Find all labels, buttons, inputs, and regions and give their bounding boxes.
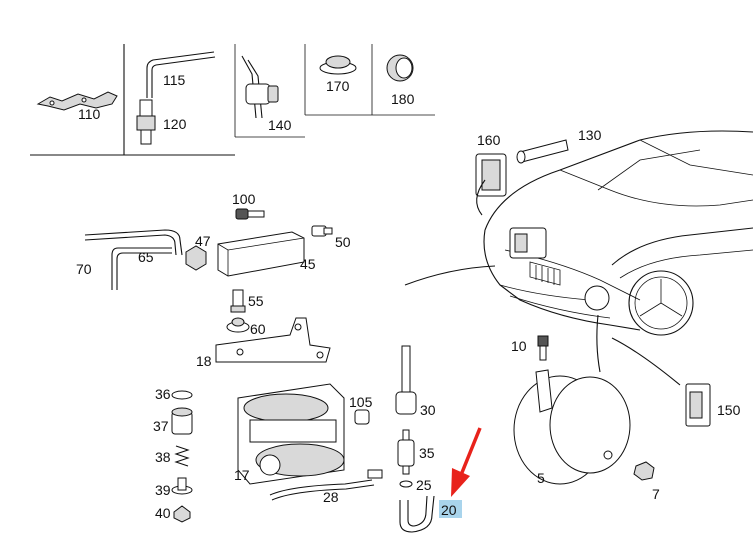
- callout-39: 39: [155, 482, 171, 498]
- installed-compressor-unit: [509, 227, 547, 259]
- callout-5: 5: [537, 470, 545, 486]
- callout-55: 55: [248, 293, 264, 309]
- part-36-washer[interactable]: [171, 390, 193, 400]
- part-28-pipe[interactable]: [269, 469, 383, 501]
- part-130-sleeve[interactable]: [516, 139, 569, 164]
- part-35-filter[interactable]: [397, 429, 415, 475]
- callout-60: 60: [250, 321, 266, 337]
- part-55-sensor[interactable]: [230, 289, 246, 313]
- callout-38: 38: [155, 449, 171, 465]
- part-140-bolt-clip[interactable]: [241, 55, 279, 119]
- part-38-spring[interactable]: [174, 445, 190, 467]
- callout-100: 100: [232, 191, 256, 207]
- callout-150: 150: [717, 402, 741, 418]
- callout-37: 37: [153, 418, 169, 434]
- part-18-bracket[interactable]: [215, 317, 331, 363]
- part-39-bushing[interactable]: [171, 477, 193, 495]
- part-115-rod[interactable]: [146, 51, 216, 98]
- part-150-module[interactable]: [685, 383, 711, 427]
- callout-18: 18: [196, 353, 212, 369]
- callout-17: 17: [234, 467, 250, 483]
- callout-20[interactable]: 20: [441, 502, 457, 518]
- part-40-nut[interactable]: [173, 505, 191, 523]
- part-70-pipe[interactable]: [111, 247, 172, 290]
- part-25-clamp[interactable]: [399, 480, 413, 488]
- parts-grid: [30, 44, 435, 156]
- callout-28: 28: [323, 489, 339, 505]
- callout-40: 40: [155, 505, 171, 521]
- callout-7: 7: [652, 486, 660, 502]
- part-17-compressor[interactable]: [237, 383, 345, 485]
- callout-180: 180: [391, 91, 415, 107]
- callout-47: 47: [195, 233, 211, 249]
- callout-110: 110: [78, 106, 101, 122]
- red-arrow-icon: [451, 427, 482, 497]
- part-160-module[interactable]: [475, 153, 507, 197]
- part-65-pipe[interactable]: [84, 229, 183, 256]
- part-50-fitting[interactable]: [311, 225, 333, 237]
- part-37-mount[interactable]: [171, 407, 193, 435]
- part-7-drain-plug[interactable]: [633, 461, 655, 481]
- callout-25: 25: [416, 477, 432, 493]
- part-5-reservoir[interactable]: [513, 369, 631, 485]
- callout-105: 105: [349, 394, 373, 410]
- part-180-plug[interactable]: [386, 54, 414, 82]
- part-120-valve[interactable]: [136, 99, 156, 145]
- callout-120: 120: [163, 116, 187, 132]
- callout-50: 50: [335, 234, 351, 250]
- callout-30: 30: [420, 402, 436, 418]
- callout-115: 115: [163, 72, 186, 88]
- callout-130: 130: [578, 127, 602, 143]
- part-20-hose[interactable]: [399, 495, 435, 533]
- highlight-box-20: [439, 500, 462, 518]
- callout-140: 140: [268, 117, 292, 133]
- callout-labels: 110 115 120 140 170 180 160 130 100 47 5…: [76, 72, 741, 521]
- callout-65: 65: [138, 249, 154, 265]
- callout-170: 170: [326, 78, 350, 94]
- part-60-grommet[interactable]: [226, 317, 250, 333]
- callout-10: 10: [511, 338, 527, 354]
- part-170-grommet[interactable]: [319, 55, 357, 75]
- part-100-bolt[interactable]: [235, 208, 265, 220]
- callout-36: 36: [155, 386, 171, 402]
- callout-45: 45: [300, 256, 316, 272]
- callout-35: 35: [419, 445, 435, 461]
- part-45-valve-block[interactable]: [217, 231, 305, 277]
- part-30-filter[interactable]: [395, 345, 417, 415]
- callout-160: 160: [477, 132, 501, 148]
- part-10-bolt[interactable]: [537, 335, 549, 361]
- part-105-cap[interactable]: [354, 409, 370, 425]
- callout-70: 70: [76, 261, 92, 277]
- part-110-bracket[interactable]: [36, 91, 118, 111]
- part-47-nut[interactable]: [185, 245, 207, 271]
- installation-arrows: [404, 179, 681, 386]
